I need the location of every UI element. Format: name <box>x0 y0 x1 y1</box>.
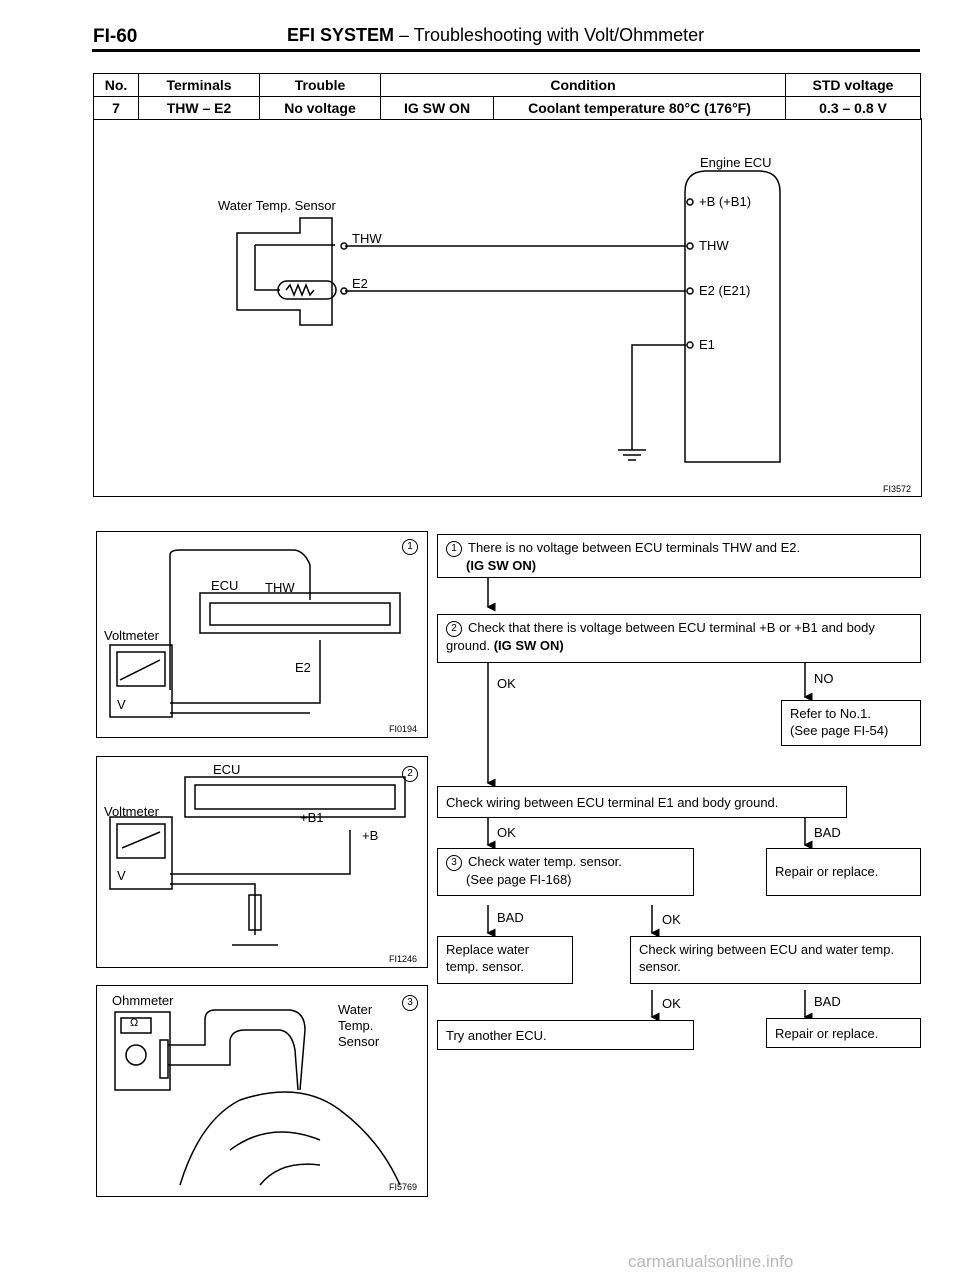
col-condition: Condition <box>380 73 786 97</box>
flow-ok-2: OK <box>497 825 516 840</box>
fig1-ecu: ECU <box>211 578 239 593</box>
step3-number: 3 <box>446 854 462 871</box>
step1-condition: (IG SW ON) <box>466 557 537 573</box>
cell-cond-a: IG SW ON <box>380 96 494 120</box>
fig1-number: 1 <box>402 538 424 555</box>
col-std: STD voltage <box>785 73 921 97</box>
header-rule <box>92 49 920 52</box>
flow-ok-3: OK <box>662 912 681 927</box>
pin-e1: E1 <box>699 337 715 352</box>
spec-table: No. Terminals Trouble Condition STD volt… <box>93 73 921 120</box>
fig1-voltmeter: Voltmeter <box>104 628 159 643</box>
flow-replace: Replace water temp. sensor. <box>437 936 573 984</box>
fig3-ohmmeter: Ohmmeter <box>112 993 174 1008</box>
cell-trouble: No voltage <box>259 96 381 120</box>
cell-cond-b: Coolant temperature 80°C (176°F) <box>493 96 786 120</box>
cell-std: 0.3 – 0.8 V <box>785 96 921 120</box>
fig1-code: FI0194 <box>389 724 418 734</box>
step1-text: There is no voltage between ECU terminal… <box>468 540 801 555</box>
figure-3 <box>96 985 428 1197</box>
fig2-number: 2 <box>402 765 424 782</box>
fig3-sensor-label: Water Temp. Sensor <box>338 1002 380 1049</box>
pin-e2: E2 (E21) <box>699 283 751 298</box>
refer-page: (See page FI-54) <box>790 723 889 738</box>
fig3-number: 3 <box>402 994 424 1011</box>
page-title: EFI SYSTEM – Troubleshooting with Volt/O… <box>287 25 704 46</box>
pin-b: +B (+B1) <box>699 194 752 209</box>
pin-thw: THW <box>699 238 729 253</box>
flow-bad-4: BAD <box>814 994 841 1009</box>
flow-repair-2: Repair or replace. <box>766 1018 921 1048</box>
flow-bad-3: BAD <box>497 910 524 925</box>
col-terminals: Terminals <box>138 73 260 97</box>
sensor-pin-thw: THW <box>352 231 382 246</box>
fig2-v: V <box>117 868 126 883</box>
figure-2 <box>96 756 428 968</box>
flow-no-1: NO <box>814 671 834 686</box>
ecu-title: Engine ECU <box>700 155 772 170</box>
circuit-panel <box>93 118 922 497</box>
refer-text: Refer to No.1. <box>790 706 871 721</box>
fig2-voltmeter: Voltmeter <box>104 804 159 819</box>
step3-text: Check water temp. sensor. <box>468 854 622 869</box>
flow-check-e1: Check wiring between ECU terminal E1 and… <box>437 786 847 818</box>
sensor-pin-e2: E2 <box>352 276 368 291</box>
flow-step-1: 1 There is no voltage between ECU termina… <box>437 534 921 578</box>
flow-ok-1: OK <box>497 676 516 691</box>
page-number: FI-60 <box>93 26 138 47</box>
fig1-thw: THW <box>265 580 295 595</box>
step3-page: (See page FI-168) <box>466 871 572 887</box>
table-row: 7 THW – E2 No voltage IG SW ON Coolant t… <box>93 96 921 120</box>
table-header-row: No. Terminals Trouble Condition STD volt… <box>93 73 921 97</box>
flow-check-wiring: Check wiring between ECU and water temp.… <box>630 936 921 984</box>
col-trouble: Trouble <box>259 73 381 97</box>
flow-ok-4: OK <box>662 996 681 1011</box>
fig1-v: V <box>117 697 126 712</box>
watermark: carmanualsonline.info <box>628 1252 794 1271</box>
fig-code: FI3572 <box>883 484 912 494</box>
sensor-title: Water Temp. Sensor <box>218 198 336 213</box>
fig3-ohm-symbol: Ω <box>130 1017 139 1029</box>
fig2-b1: +B1 <box>300 810 324 825</box>
fig3-code: FI5769 <box>389 1182 418 1192</box>
step1-number: 1 <box>446 540 462 557</box>
col-no: No. <box>93 73 139 97</box>
step2-condition: (IG SW ON) <box>493 637 564 653</box>
fig1-e2: E2 <box>295 660 311 675</box>
flow-try-ecu: Try another ECU. <box>437 1020 694 1050</box>
figure-1 <box>96 531 428 738</box>
page-subtitle: – Troubleshooting with Volt/Ohmmeter <box>394 25 705 45</box>
cell-terminals: THW – E2 <box>138 96 260 120</box>
system-name: EFI SYSTEM <box>287 25 395 45</box>
cell-no: 7 <box>93 96 139 120</box>
flow-refer-box: Refer to No.1. (See page FI-54) <box>781 700 921 746</box>
fig2-b: +B <box>362 828 379 843</box>
step2-number: 2 <box>446 620 462 637</box>
fig2-code: FI1246 <box>389 954 418 964</box>
flow-repair-1: Repair or replace. <box>766 848 921 896</box>
flow-bad-2: BAD <box>814 825 841 840</box>
step2-text: Check that there is voltage between ECU … <box>446 620 875 653</box>
flow-step-3: 3 Check water temp. sensor. (See page FI-… <box>437 848 694 896</box>
fig2-ecu: ECU <box>213 762 241 777</box>
